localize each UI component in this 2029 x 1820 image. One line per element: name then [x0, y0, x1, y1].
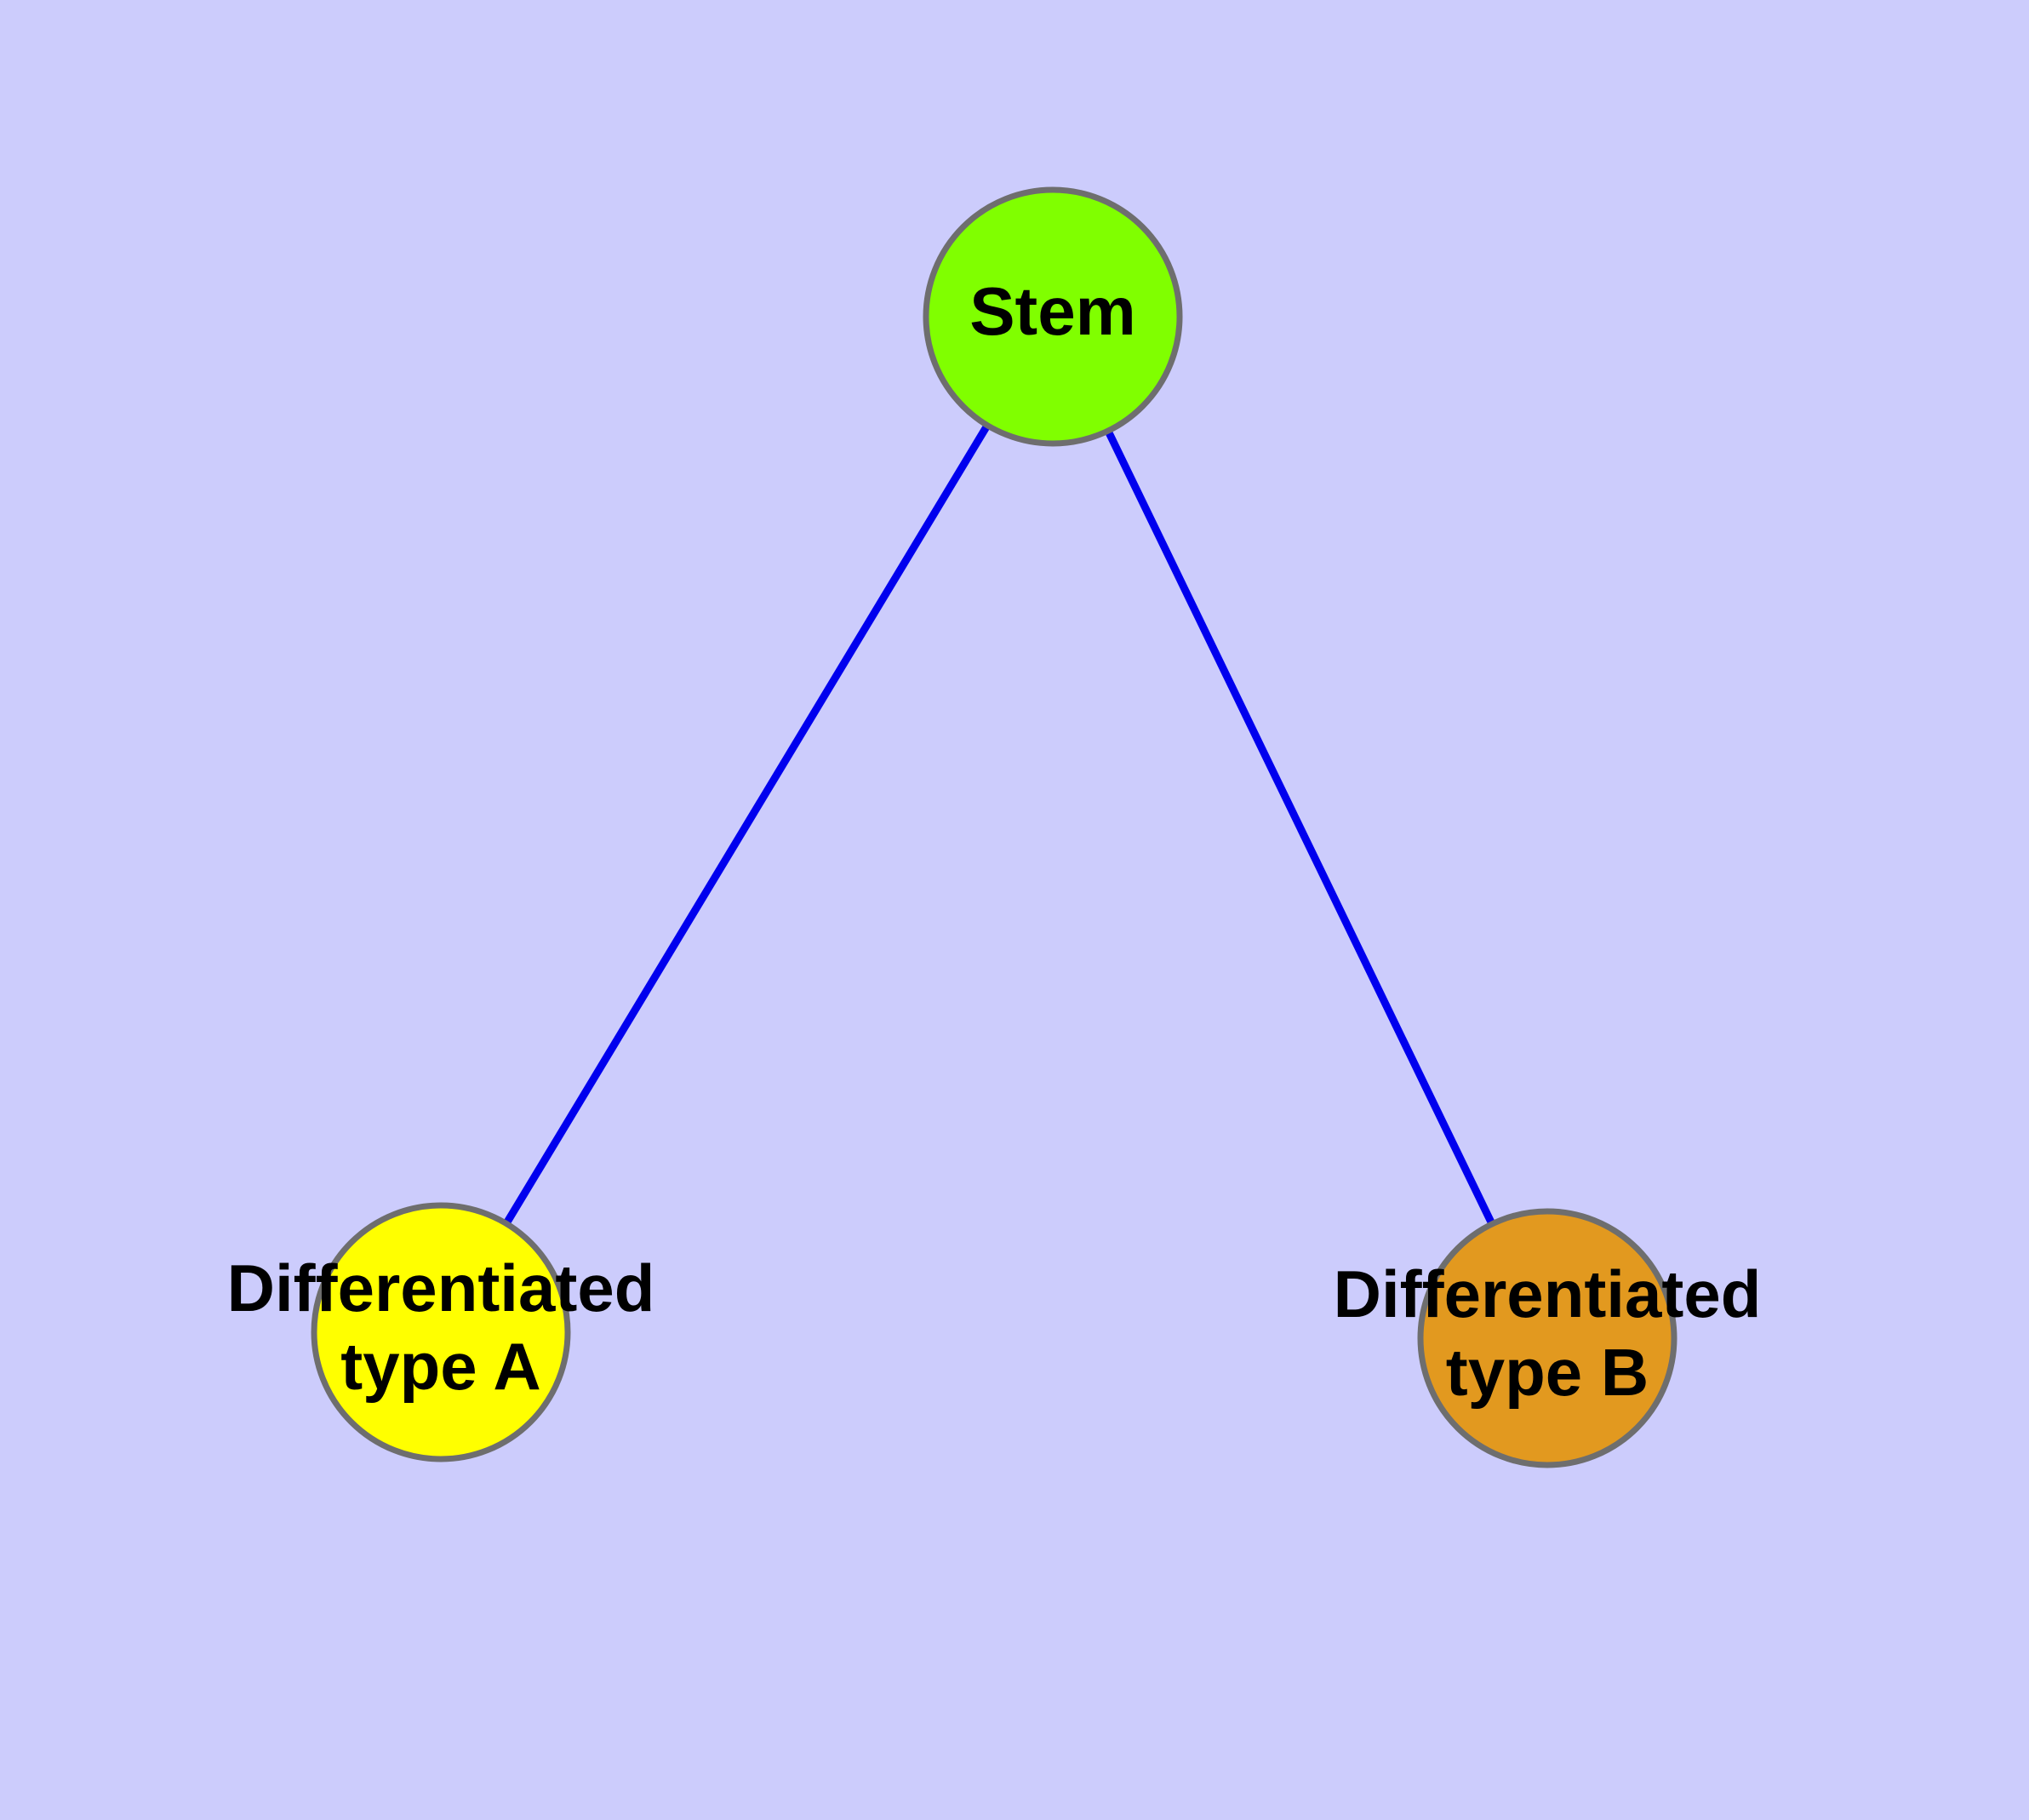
node-label-line: type B [1446, 1335, 1649, 1410]
edges-layer [503, 424, 1495, 1225]
edge-stem-diffA[interactable] [503, 424, 991, 1225]
node-label-line: Differentiated [1334, 1256, 1762, 1331]
node-label-line: Stem [969, 273, 1136, 349]
node-label-stem: Stem [969, 273, 1136, 349]
edge-stem-diffB[interactable] [1105, 430, 1495, 1225]
node-diffA[interactable] [311, 1202, 571, 1462]
node-label-line: type A [340, 1329, 541, 1404]
node-stem[interactable] [923, 186, 1183, 447]
node-label-line: Differentiated [227, 1251, 655, 1325]
node-diffB[interactable] [1417, 1208, 1677, 1468]
nodes-layer [311, 186, 1677, 1468]
